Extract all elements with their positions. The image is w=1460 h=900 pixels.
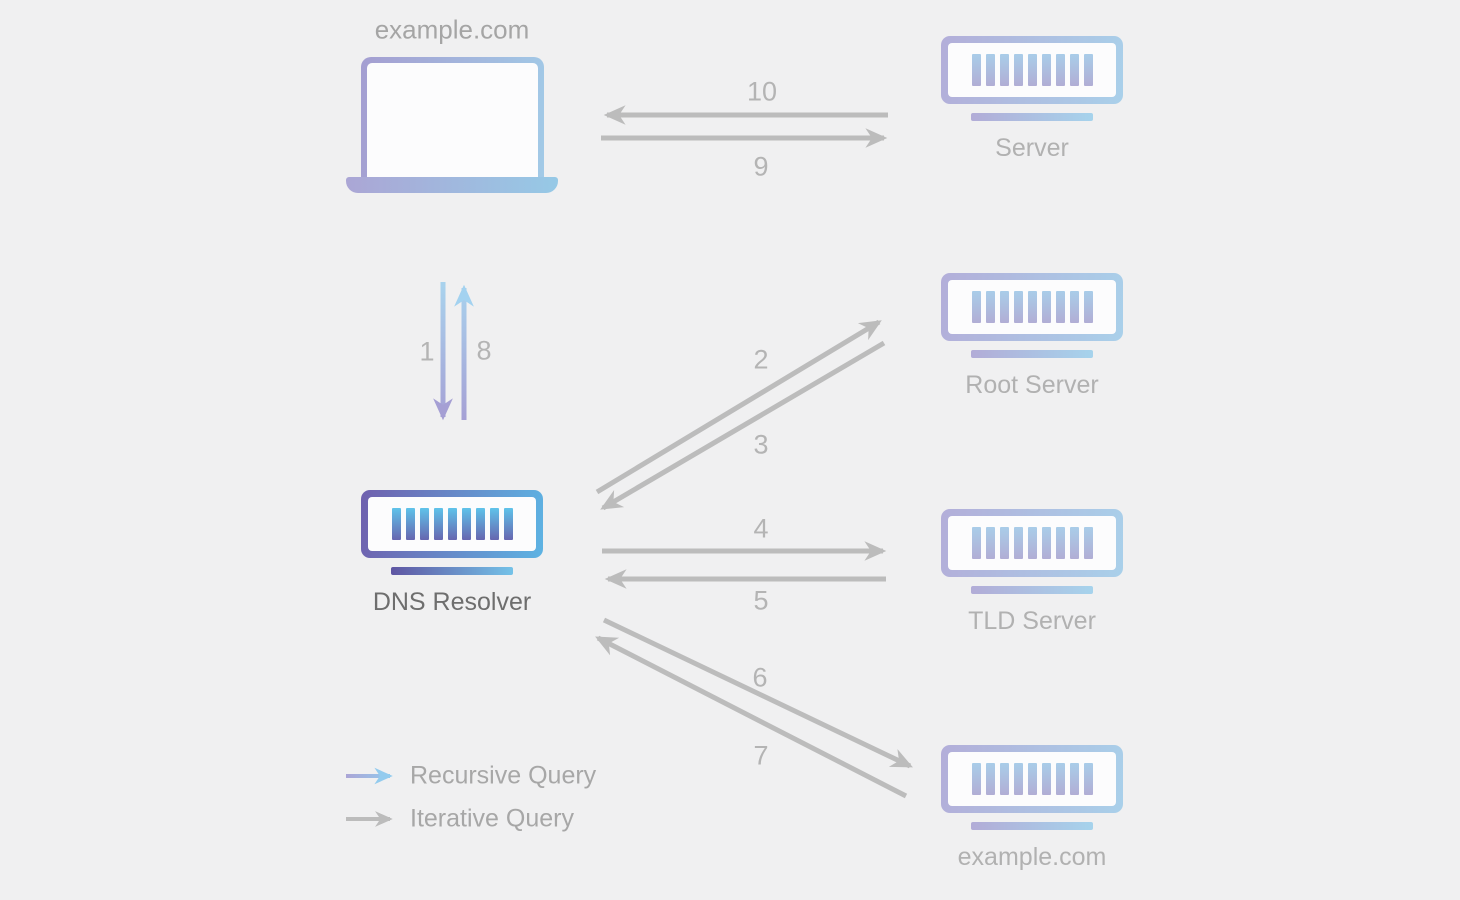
step-number-4: 4	[753, 513, 769, 544]
step-number-1: 1	[419, 336, 435, 367]
server-vents	[948, 280, 1116, 334]
root-server-label: Root Server	[965, 371, 1099, 399]
step-number-3: 3	[753, 429, 769, 460]
step-number-5: 5	[753, 585, 769, 616]
server-icon	[941, 273, 1123, 341]
server-icon	[941, 745, 1123, 813]
server-vents	[948, 43, 1116, 97]
server-vents	[948, 752, 1116, 806]
legend-iterative-label: Iterative Query	[410, 804, 574, 833]
dns-resolver-node: DNS Resolver	[361, 490, 543, 616]
server-node: Server	[941, 36, 1123, 162]
step-number-6: 6	[752, 662, 768, 693]
server-base	[391, 567, 513, 575]
step-number-2: 2	[753, 344, 769, 375]
step-number-8: 8	[476, 335, 492, 366]
server-vents	[948, 516, 1116, 570]
step-number-9: 9	[753, 151, 769, 182]
server-base	[971, 350, 1093, 358]
laptop-screen-frame	[360, 57, 544, 178]
server-vents	[368, 497, 536, 551]
client-laptop-icon	[346, 57, 558, 193]
server-icon	[941, 509, 1123, 577]
laptop-base	[346, 177, 558, 193]
laptop-screen	[366, 63, 538, 178]
legend-recursive-label: Recursive Query	[410, 761, 597, 790]
client-domain-label: example.com	[374, 14, 530, 45]
server-base	[971, 113, 1093, 121]
server-base	[971, 586, 1093, 594]
server-base	[971, 822, 1093, 830]
tld-server-node: TLD Server	[941, 509, 1123, 635]
dns-resolver-icon	[361, 490, 543, 558]
dns-resolver-label: DNS Resolver	[372, 588, 532, 616]
root-server-node: Root Server	[941, 273, 1123, 399]
arrow-step-2	[595, 319, 882, 495]
server-icon	[941, 36, 1123, 104]
step-number-10: 10	[746, 76, 778, 107]
arrow-step-3	[600, 340, 886, 511]
step-number-7: 7	[753, 740, 769, 771]
server-label: Server	[995, 134, 1069, 162]
authoritative-server-node: example.com	[941, 745, 1123, 871]
authoritative-server-label: example.com	[957, 843, 1107, 871]
tld-server-label: TLD Server	[968, 607, 1096, 635]
